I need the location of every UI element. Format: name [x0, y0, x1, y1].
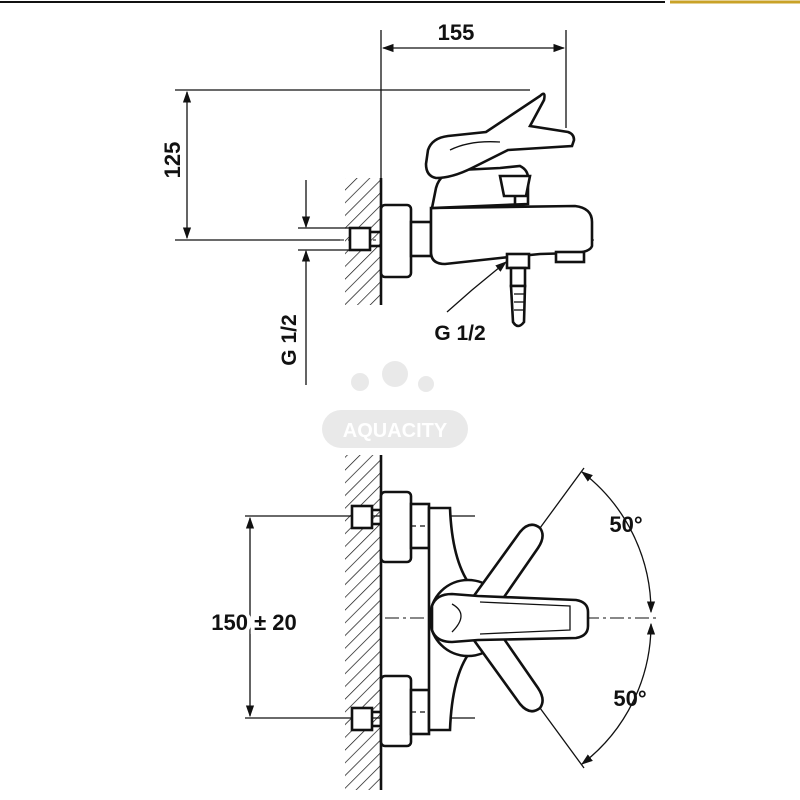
diverter-outlet [505, 252, 531, 270]
angle-upper-label: 50° [609, 512, 642, 537]
connector-nut-side [409, 220, 433, 258]
eccentric-fitting [348, 226, 372, 252]
angle-arc-upper [581, 471, 656, 614]
leader-outlet-thread [446, 261, 507, 313]
wall-flange-side [379, 203, 413, 279]
watermark-text: AQUACITY [343, 420, 448, 442]
wall-flange-upper [379, 490, 413, 564]
dim-150-label: 150 ± 20 [211, 610, 296, 635]
watermark-logo: AQUACITY [322, 361, 468, 448]
dim-155-label: 155 [438, 20, 475, 45]
cartridge-cap [498, 174, 532, 198]
thread-inlet-label: G 1/2 [278, 314, 301, 365]
eccentric-fitting-lower [350, 706, 374, 732]
wall-flange-lower [379, 674, 413, 748]
dim-125-label: 125 [160, 142, 185, 179]
spout-outlet [554, 250, 586, 264]
lever-position-center [430, 592, 590, 644]
shower-hose [509, 284, 527, 328]
thread-outlet-label: G 1/2 [434, 322, 485, 345]
eccentric-fitting-upper [350, 504, 374, 530]
top-view [245, 455, 660, 790]
angle-arc-lower [581, 622, 656, 765]
side-view [175, 30, 595, 385]
lever-handle [424, 92, 576, 180]
angle-lower-label: 50° [613, 686, 646, 711]
